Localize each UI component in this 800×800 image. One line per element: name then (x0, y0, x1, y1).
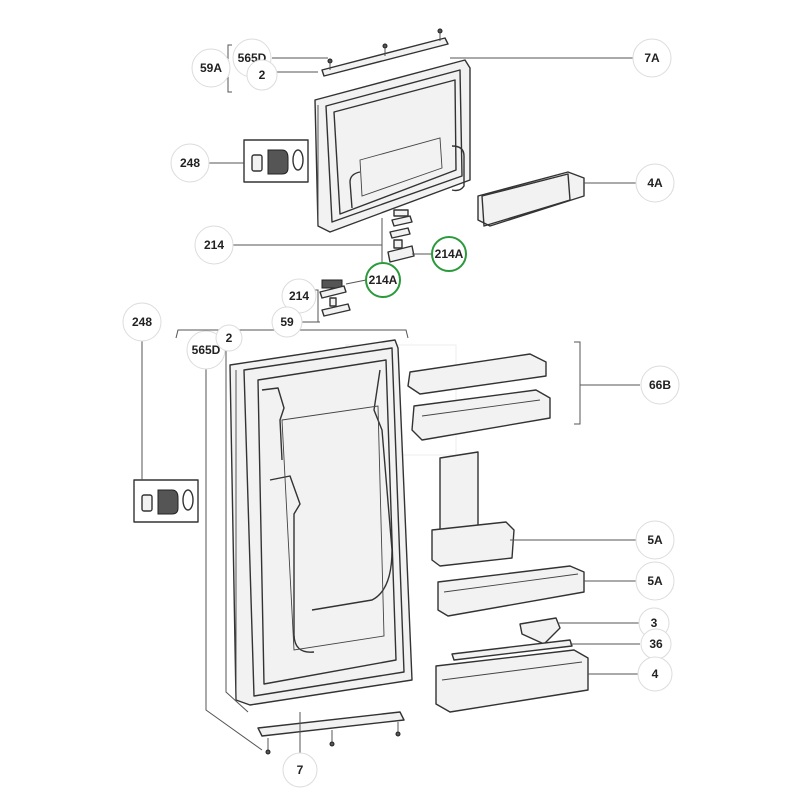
top-door-shelves (407, 353, 551, 441)
label-lower-handle-text: 248 (132, 315, 152, 329)
freezer-door-hinge-pin (393, 209, 409, 217)
label-upper-shelf-text: 4A (647, 176, 663, 190)
label-upper-pin-text: 2 (259, 68, 266, 82)
label-lower-handle: 248 (122, 302, 162, 342)
label-bottle-holder-text: 5A (647, 533, 663, 547)
label-hinge-group: 59 (271, 306, 303, 338)
label-hinge-part-upper: 214A (431, 236, 467, 272)
label-freezer-door: 7A (632, 38, 672, 78)
label-lower-pin: 2 (215, 324, 243, 352)
label-bottle-holder: 5A (635, 520, 675, 560)
retainer-bar (451, 639, 573, 661)
lower-handle-kit (133, 479, 199, 523)
label-retainer-bar: 36 (640, 628, 672, 660)
freezer-door (314, 59, 471, 233)
label-upper-group-text: 59A (200, 61, 222, 75)
label-retainer-bar-text: 36 (649, 637, 663, 651)
middle-door-shelf (437, 565, 585, 617)
label-hinge-lower: 214 (281, 278, 317, 314)
fridge-door-bottom-trim (257, 711, 405, 755)
label-hinge-part-upper-text: 214A (435, 247, 464, 261)
label-freezer-door-text: 7A (644, 51, 660, 65)
label-bottom-shelf: 4 (637, 656, 673, 692)
bottom-door-shelf (435, 649, 589, 713)
label-top-shelves: 66B (640, 365, 680, 405)
fridge-door (229, 339, 413, 706)
label-hinge-assembly-text: 214 (204, 238, 224, 252)
upper-hinge-parts (387, 215, 415, 263)
label-hinge-group-text: 59 (280, 315, 294, 329)
leader-lines (141, 44, 640, 756)
label-upper-group: 59A (191, 48, 231, 88)
label-middle-shelf: 5A (635, 561, 675, 601)
label-upper-handle: 248 (170, 143, 210, 183)
label-top-shelves-text: 66B (649, 378, 671, 392)
label-bottom-shelf-text: 4 (652, 667, 659, 681)
label-lower-screw-text: 565D (192, 343, 221, 357)
freezer-door-top-trim (321, 28, 449, 77)
upper-door-shelf (477, 171, 585, 227)
upper-handle-kit (243, 139, 309, 183)
label-upper-pin: 2 (246, 59, 278, 91)
egg-tray (519, 617, 561, 645)
label-fridge-door: 7 (282, 752, 318, 788)
label-egg-tray-text: 3 (651, 616, 658, 630)
label-lower-pin-text: 2 (226, 331, 233, 345)
label-middle-shelf-text: 5A (647, 574, 663, 588)
label-hinge-assembly: 214 (194, 225, 234, 265)
label-hinge-lower-text: 214 (289, 289, 309, 303)
label-fridge-door-text: 7 (297, 763, 304, 777)
bottle-holder (431, 451, 515, 567)
label-lower-screw: 565D (186, 330, 226, 370)
label-upper-shelf: 4A (635, 163, 675, 203)
label-hinge-part-lower-text: 214A (369, 273, 398, 287)
label-hinge-part-lower: 214A (365, 262, 401, 298)
label-upper-handle-text: 248 (180, 156, 200, 170)
lower-hinge-parts (319, 279, 351, 317)
